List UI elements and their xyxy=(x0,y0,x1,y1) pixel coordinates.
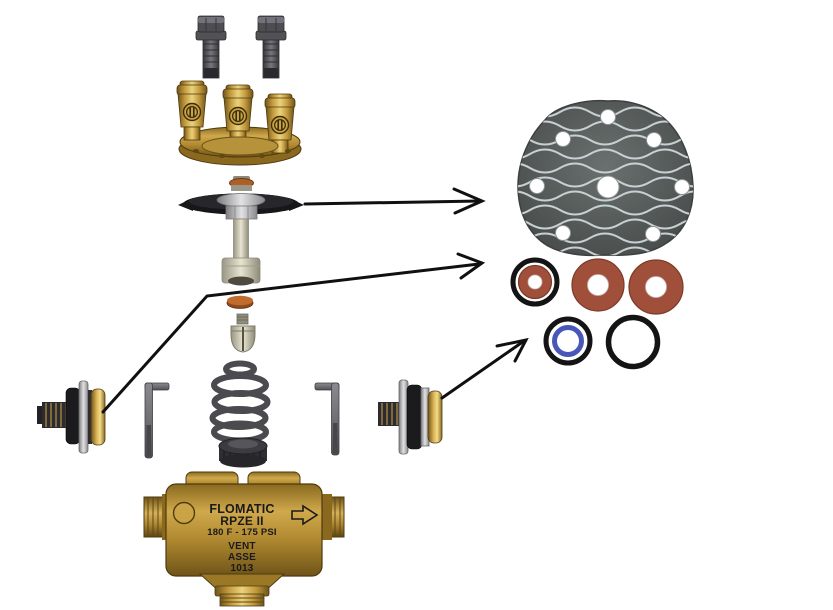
cartridge-brass-seat xyxy=(90,388,106,446)
arrow-cartridge-to-orings xyxy=(440,337,529,400)
arrowhead xyxy=(456,252,486,280)
repair-kit xyxy=(510,99,694,370)
stem-collar xyxy=(231,185,252,191)
engraving-model: RPZE II xyxy=(220,514,263,528)
vent-thread xyxy=(219,593,265,607)
plate-bolt-holes xyxy=(529,109,690,242)
spring-retainer xyxy=(218,437,268,468)
hex-key-left xyxy=(144,382,170,459)
plate-wave-texture xyxy=(518,106,694,256)
check-spring xyxy=(209,360,271,444)
engraving-vent: VENT xyxy=(228,541,255,552)
check-cartridge-right xyxy=(378,379,443,455)
kit-seat-discs xyxy=(510,257,684,315)
kit-disc-medium xyxy=(571,258,625,312)
engraving-asse: ASSE xyxy=(228,552,256,563)
valve-stem xyxy=(233,218,249,262)
kit-oring-with-blue xyxy=(543,316,593,366)
exploded-view: FLOMATIC RPZE II 180 F - 175 PSI VENT AS… xyxy=(37,15,443,607)
hex-key-right xyxy=(314,382,340,456)
cover-bolt-holes xyxy=(193,149,291,158)
cartridge-brass-seat xyxy=(427,390,443,444)
stem-hex-block xyxy=(225,205,258,220)
check-cartridge-left xyxy=(37,380,106,454)
diaphragm-stem-assembly xyxy=(178,176,304,286)
kit-diaphragm-plate xyxy=(517,99,694,257)
cartridge-rubber-disc xyxy=(406,384,423,450)
cartridge-rubber-disc xyxy=(65,387,81,445)
engraving-1013: 1013 xyxy=(230,563,253,574)
disc-seal-ring xyxy=(226,295,254,309)
kit-disc-large xyxy=(628,259,684,315)
kit-blue-oring xyxy=(552,325,584,357)
arrow-seals-to-discs xyxy=(101,252,486,414)
plate-center-hole xyxy=(596,175,620,199)
valve-body: FLOMATIC RPZE II 180 F - 175 PSI VENT AS… xyxy=(143,471,345,607)
cover-center-boss xyxy=(201,136,279,156)
engraving-rating: 180 F - 175 PSI xyxy=(207,527,277,538)
flow-direction-arrow xyxy=(291,504,319,526)
body-port-boss xyxy=(172,501,196,525)
arrowhead xyxy=(495,337,529,363)
kit-disc-small-with-oring xyxy=(510,257,560,307)
valve-cover-assembly xyxy=(176,80,302,166)
arrowhead xyxy=(452,187,486,215)
stem-cup-bore xyxy=(228,276,254,286)
cover-bolt-right xyxy=(255,15,287,79)
check-poppet xyxy=(230,313,256,353)
cover-bolt-left xyxy=(195,15,227,79)
cartridge-flange-plate xyxy=(398,379,409,455)
kit-oring-around-disc xyxy=(510,257,560,307)
cartridge-flange-plate xyxy=(78,380,89,454)
callout-arrows xyxy=(101,187,529,414)
arrow-diaphragm-to-plate xyxy=(303,187,486,215)
kit-orings xyxy=(543,314,661,370)
diaphragm-hub xyxy=(216,193,266,207)
kit-oring-black xyxy=(605,314,661,370)
engraving-brand: FLOMATIC xyxy=(209,502,274,516)
body-engraving: FLOMATIC RPZE II 180 F - 175 PSI VENT AS… xyxy=(207,502,277,574)
